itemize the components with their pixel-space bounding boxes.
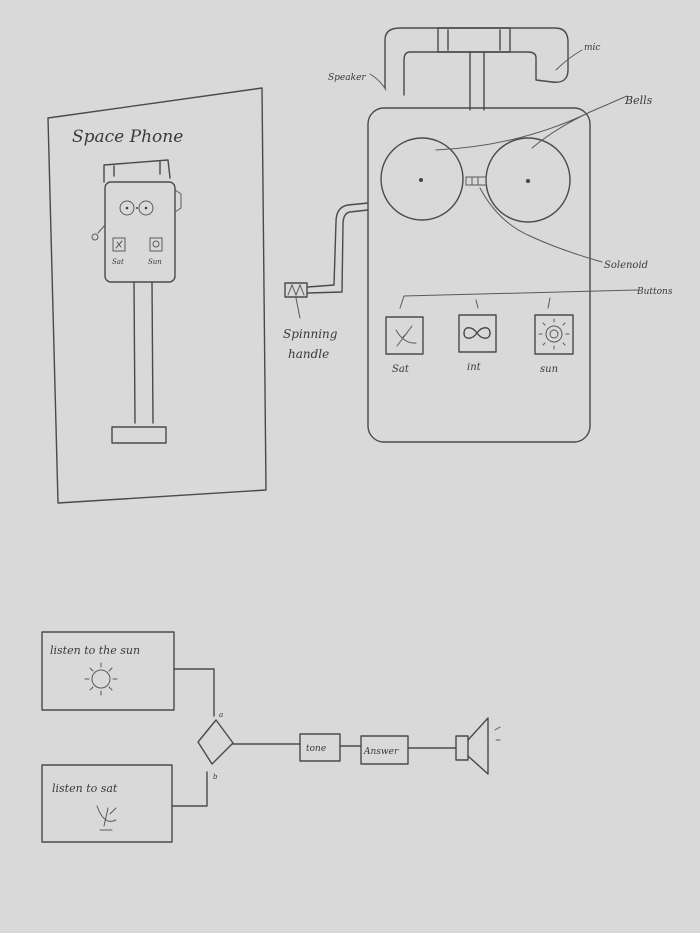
mini-pole xyxy=(133,281,154,424)
satellite-dish-icon xyxy=(96,805,117,831)
bell-left xyxy=(380,137,464,221)
crank-cord xyxy=(307,202,369,294)
flow-diagram: listen to the sun listen to sat a b tone… xyxy=(41,631,501,843)
mic-label: mic xyxy=(584,43,600,53)
mini-phone-sketch: Sat Sun xyxy=(91,159,182,444)
spinning-handle-label-line2: handle xyxy=(288,347,329,361)
answer-block xyxy=(360,735,409,765)
mini-bell-right xyxy=(138,200,154,216)
sun-icon xyxy=(545,325,563,343)
mux-input-a: a xyxy=(219,711,223,719)
mini-handset xyxy=(103,159,171,183)
mini-crank-knob xyxy=(91,233,99,241)
mini-label-sat: Sat xyxy=(112,258,124,266)
mini-bell-left xyxy=(119,200,135,216)
speaker-leader xyxy=(369,73,387,91)
solenoid-label: Solenoid xyxy=(604,260,648,271)
spinning-handle xyxy=(284,282,308,298)
space-phone-title: Space Phone xyxy=(72,127,183,147)
tone-block xyxy=(299,733,341,762)
button-sun-label: sun xyxy=(540,364,558,375)
sun-icon xyxy=(84,662,118,696)
bells-label: Bells xyxy=(624,94,653,107)
mux-input-b: b xyxy=(213,773,218,781)
solenoid xyxy=(465,176,487,186)
mini-button-sun xyxy=(149,237,163,252)
mini-phone-body xyxy=(104,181,176,283)
source-box-sat-label: listen to sat xyxy=(52,782,118,795)
phone-diagram: Sat int sun Speaker mic Bells Solenoid B… xyxy=(283,27,673,443)
infinity-icon xyxy=(463,327,491,339)
button-sun[interactable] xyxy=(534,314,574,355)
space-phone-frame xyxy=(47,87,267,504)
handset xyxy=(384,27,569,96)
source-box-sun xyxy=(41,631,175,711)
buttons-label: Buttons xyxy=(636,287,673,297)
satellite-dish-icon xyxy=(395,325,417,347)
spinning-handle-label-line1: Spinning xyxy=(283,327,338,341)
space-phone-panel: Space Phone Sat Sun xyxy=(47,87,267,504)
mic-leader xyxy=(555,49,583,71)
button-int-label: int xyxy=(467,362,482,373)
multiplexer xyxy=(197,719,234,765)
spinning-handle-leader xyxy=(295,297,301,319)
phone-body xyxy=(367,107,591,443)
handset-stem xyxy=(469,51,485,111)
mini-button-sat xyxy=(112,237,126,252)
buttons-leader xyxy=(399,289,639,309)
button-int[interactable] xyxy=(458,314,497,353)
wire-b xyxy=(171,771,208,807)
solenoid-leader xyxy=(479,187,603,263)
source-box-sun-label: listen to the sun xyxy=(50,644,140,657)
speaker-label: Speaker xyxy=(328,73,366,83)
tone-block-label: tone xyxy=(306,744,326,754)
button-sat-label: Sat xyxy=(392,364,410,375)
source-box-sat xyxy=(41,764,173,843)
phone-buttons: Sat int sun xyxy=(385,314,574,375)
mini-base xyxy=(111,426,167,444)
speaker-icon xyxy=(455,717,501,775)
button-sat[interactable] xyxy=(385,316,424,355)
bells-leader xyxy=(435,95,628,151)
mini-label-sun: Sun xyxy=(148,258,162,266)
wire-a xyxy=(173,668,215,717)
handset-cradle xyxy=(437,27,511,53)
answer-block-label: Answer xyxy=(363,747,399,757)
